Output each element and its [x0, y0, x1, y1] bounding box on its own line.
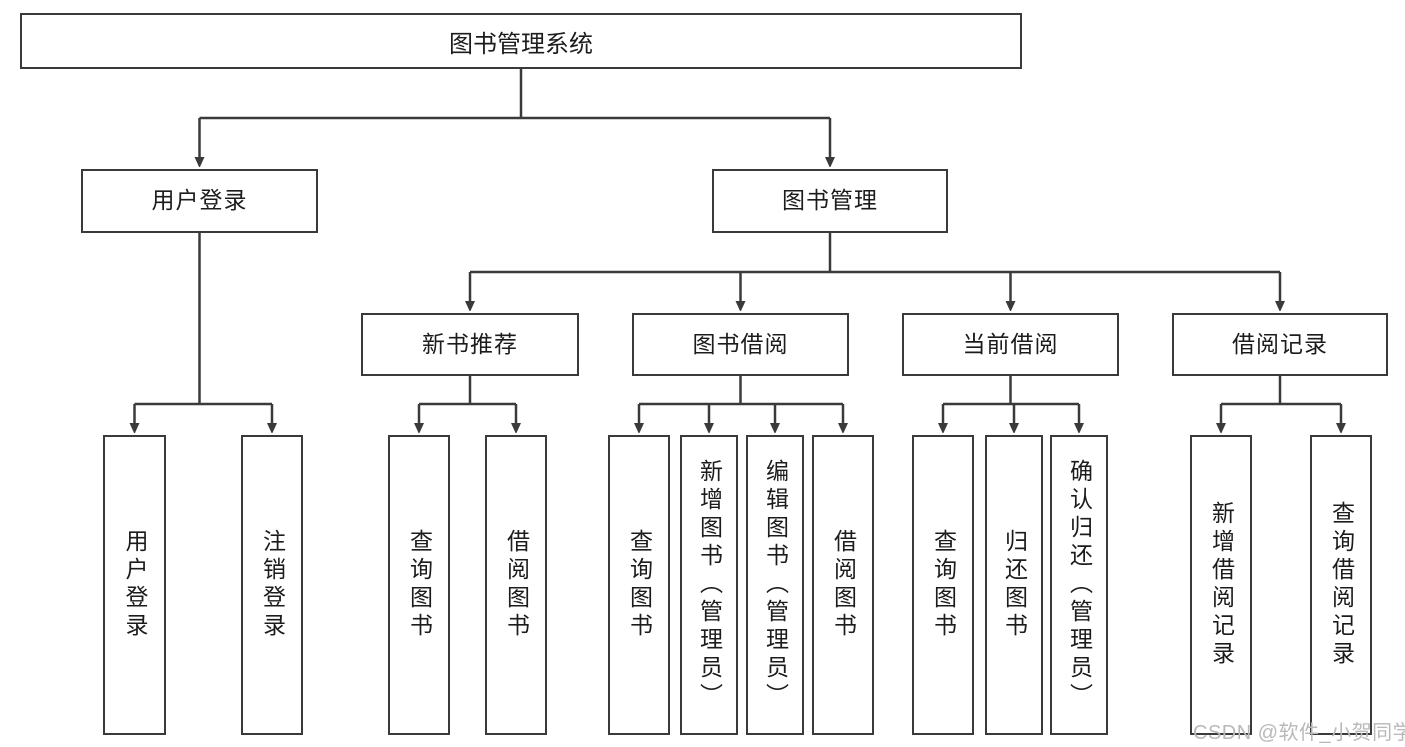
node-label: 当前借阅: [962, 330, 1059, 357]
node-root[interactable]: 图书管理系统: [20, 13, 1022, 69]
node-label: 查询借阅记录: [1328, 501, 1355, 669]
leaf-query-borrow-record[interactable]: 查询借阅记录: [1310, 435, 1372, 735]
node-label: 用户登录: [151, 187, 248, 214]
node-label: 借阅图书: [830, 529, 857, 641]
leaf-add-borrow-record[interactable]: 新增借阅记录: [1190, 435, 1252, 735]
watermark: CSDN @软件_小贺同学: [1193, 722, 1405, 744]
leaf-confirm-return-admin[interactable]: 确认归还（管理员）: [1050, 435, 1108, 735]
node-book-management[interactable]: 图书管理: [712, 169, 948, 233]
leaf-logout[interactable]: 注销登录: [241, 435, 303, 735]
leaf-borrow-book-recommend[interactable]: 借阅图书: [485, 435, 547, 735]
leaf-add-book-admin[interactable]: 新增图书（管理员）: [680, 435, 738, 735]
node-label: 新书推荐: [422, 330, 518, 357]
node-label: 图书借阅: [692, 330, 789, 357]
node-label: 借阅记录: [1232, 330, 1328, 357]
leaf-query-book-recommend[interactable]: 查询图书: [388, 435, 450, 735]
node-new-book-recommend[interactable]: 新书推荐: [361, 313, 579, 376]
node-label: 借阅图书: [503, 529, 530, 641]
node-label: 图书管理系统: [449, 30, 593, 58]
leaf-edit-book-admin[interactable]: 编辑图书（管理员）: [746, 435, 804, 735]
node-label: 确认归还（管理员）: [1066, 459, 1093, 711]
leaf-query-book-current[interactable]: 查询图书: [912, 435, 974, 735]
node-label: 新增借阅记录: [1208, 501, 1235, 669]
node-label: 图书管理: [782, 187, 878, 214]
node-book-borrow[interactable]: 图书借阅: [632, 313, 849, 376]
node-label: 新增图书（管理员）: [696, 459, 723, 711]
node-current-borrow[interactable]: 当前借阅: [902, 313, 1119, 376]
node-label: 归还图书: [1001, 529, 1028, 641]
node-user-login[interactable]: 用户登录: [81, 169, 318, 233]
node-label: 查询图书: [930, 529, 957, 641]
node-label: 查询图书: [626, 529, 653, 641]
leaf-borrow-book[interactable]: 借阅图书: [812, 435, 874, 735]
node-label: 编辑图书（管理员）: [762, 459, 789, 711]
node-label: 注销登录: [259, 529, 286, 641]
node-label: 查询图书: [406, 529, 433, 641]
leaf-return-book[interactable]: 归还图书: [985, 435, 1043, 735]
node-label: 用户登录: [122, 529, 148, 641]
leaf-user-login[interactable]: 用户登录: [103, 435, 166, 735]
node-borrow-record[interactable]: 借阅记录: [1172, 313, 1388, 376]
leaf-query-book-borrow[interactable]: 查询图书: [608, 435, 670, 735]
